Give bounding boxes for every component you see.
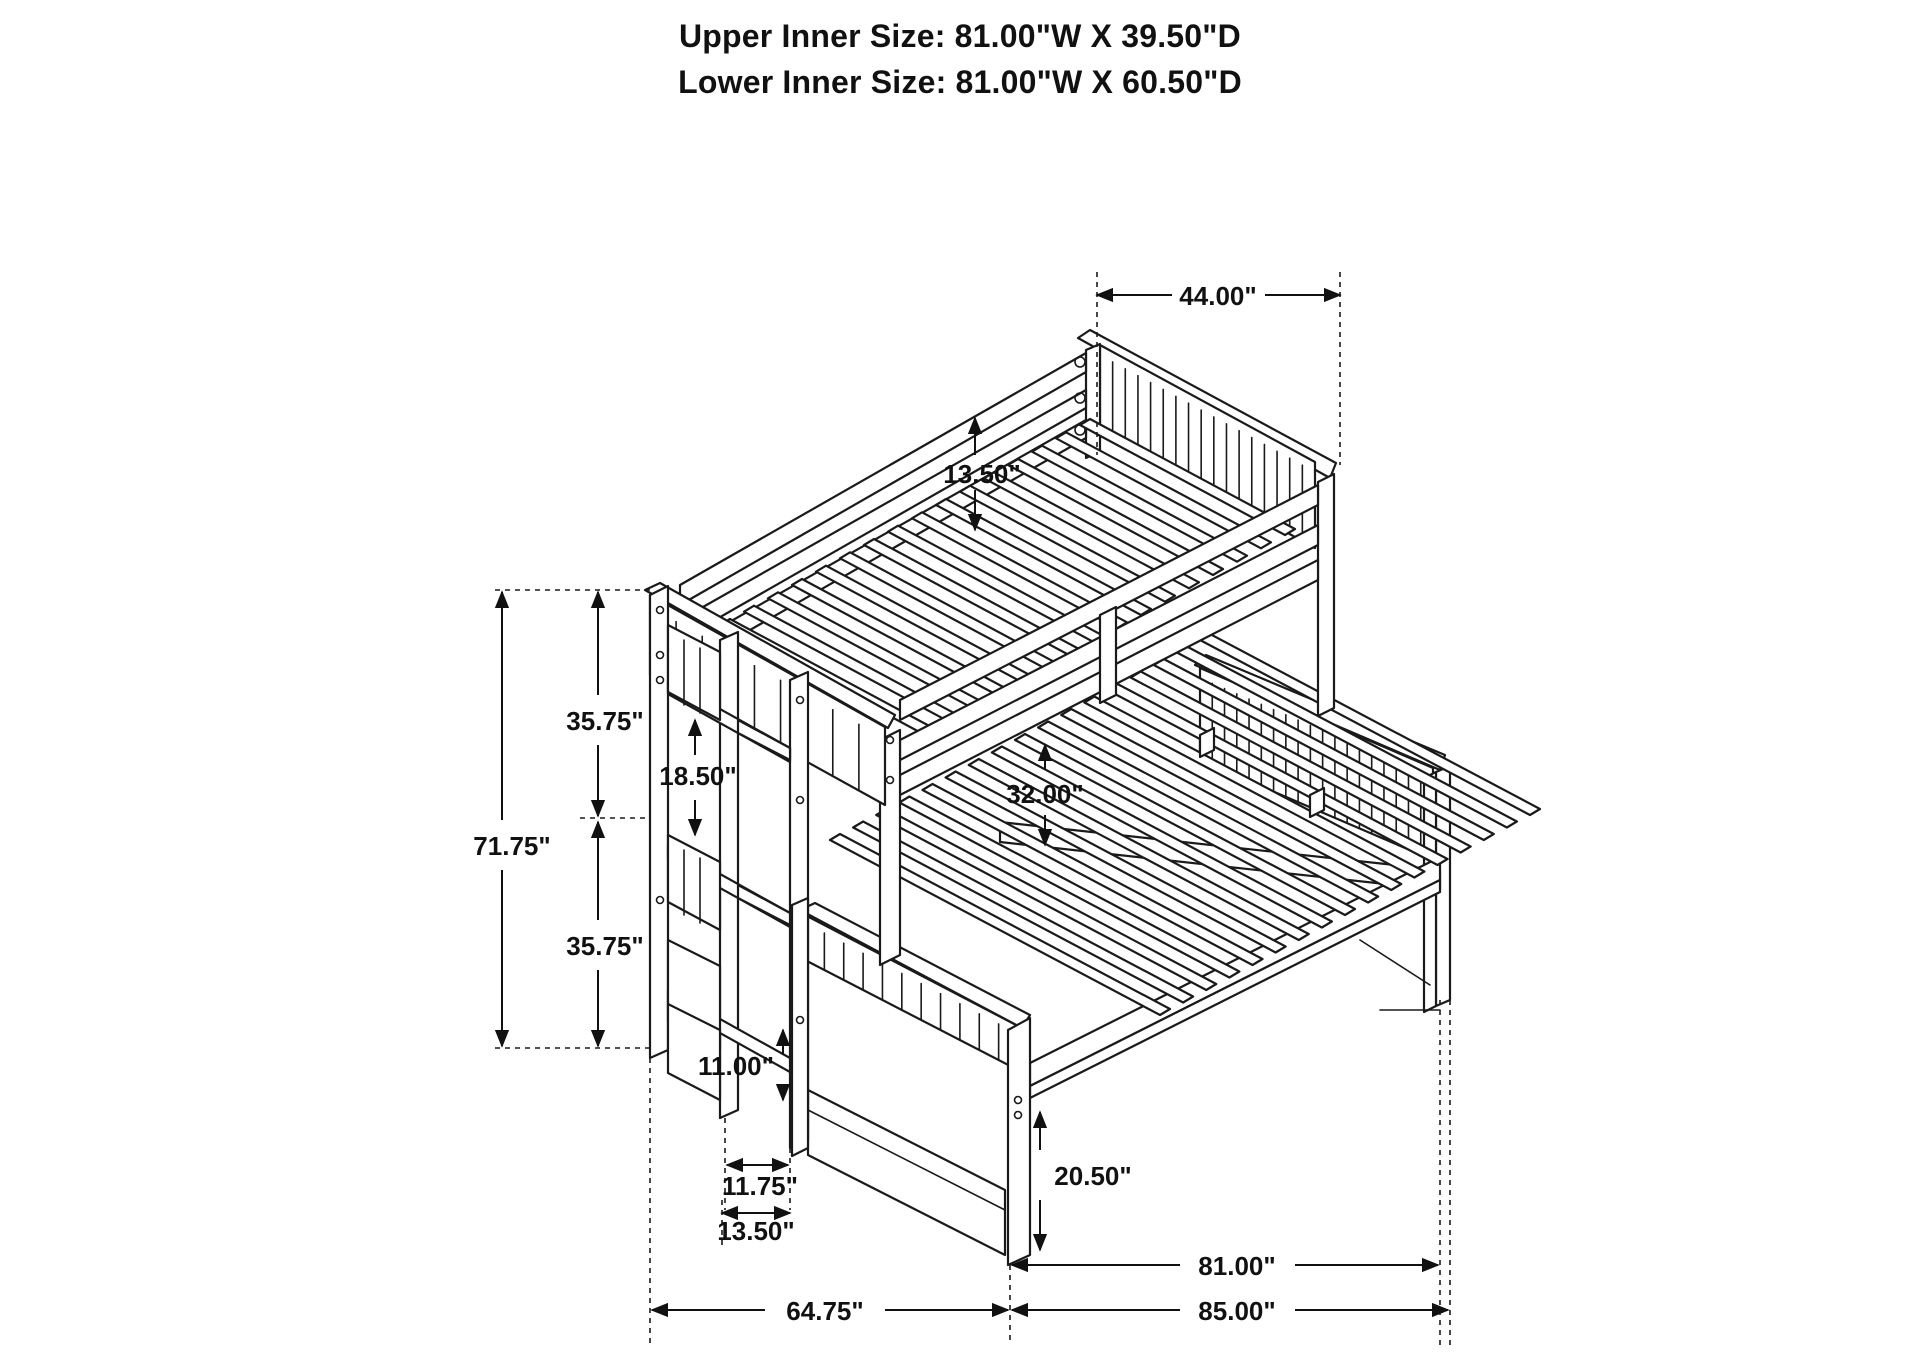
lower-inner-size-label: Lower Inner Size: 81.00"W X 60.50"D: [678, 64, 1242, 100]
dim-upper-rail-height: 13.50": [943, 459, 1020, 489]
dimension-lines: [494, 272, 1451, 1345]
bed-slat: [1013, 732, 1357, 917]
bed-slat: [1083, 695, 1426, 879]
upper-slats: [718, 417, 1297, 737]
dim-overall-depth: 64.75": [786, 1296, 863, 1326]
dim-upper-section-height: 35.75": [566, 706, 643, 736]
bed-slat: [1030, 444, 1249, 563]
bed-slat: [958, 484, 1177, 603]
bed-slat: [1054, 431, 1273, 550]
lower-footboard-slats: [823, 932, 1000, 1061]
bed-slat: [828, 832, 1172, 1017]
bed-slat: [982, 471, 1201, 590]
dim-total-height: 71.75": [473, 831, 550, 861]
bed-slat: [944, 770, 1287, 954]
dim-lower-rail-height: 20.50": [1054, 1161, 1131, 1191]
dim-lower-clearance: 32.00": [1006, 779, 1083, 809]
dim-top-width: 44.00": [1179, 281, 1256, 311]
dim-ladder-bottom-step: 11.00": [698, 1051, 774, 1081]
upper-inner-size-label: Upper Inner Size: 81.00"W X 39.50"D: [679, 18, 1241, 54]
upper-headboard-slats: [1111, 361, 1304, 542]
lower-slats: [828, 632, 1542, 1017]
bed-slat: [921, 782, 1264, 967]
ladder-assembly: [648, 584, 1023, 1158]
bed-slat: [990, 745, 1333, 929]
ladder-slats: [683, 639, 701, 924]
dim-ladder-inner-width: 11.75": [722, 1171, 798, 1201]
bed-slat: [934, 497, 1153, 617]
bed-slat: [967, 757, 1310, 942]
lower-bunk: [798, 632, 1542, 1267]
bed-slat: [1078, 417, 1297, 537]
dim-ladder-step: 18.50": [659, 761, 736, 791]
dimension-labels: 44.00" 13.50" 35.75" 18.50" 71.75" 35.75…: [473, 281, 1275, 1326]
bed-slat: [1006, 457, 1225, 577]
dim-inner-length: 81.00": [1198, 1251, 1275, 1281]
bed-slat: [1037, 720, 1380, 904]
bed-slat: [852, 820, 1195, 1004]
dim-overall-length: 85.00": [1198, 1296, 1275, 1326]
bed-slat: [898, 795, 1241, 979]
dim-ladder-outer-width: 13.50": [717, 1216, 794, 1246]
upper-bunk: [643, 328, 1338, 967]
bed-outline: [643, 328, 1542, 1267]
bed-slat: [1060, 707, 1403, 892]
dim-lower-section-height: 35.75": [566, 931, 643, 961]
